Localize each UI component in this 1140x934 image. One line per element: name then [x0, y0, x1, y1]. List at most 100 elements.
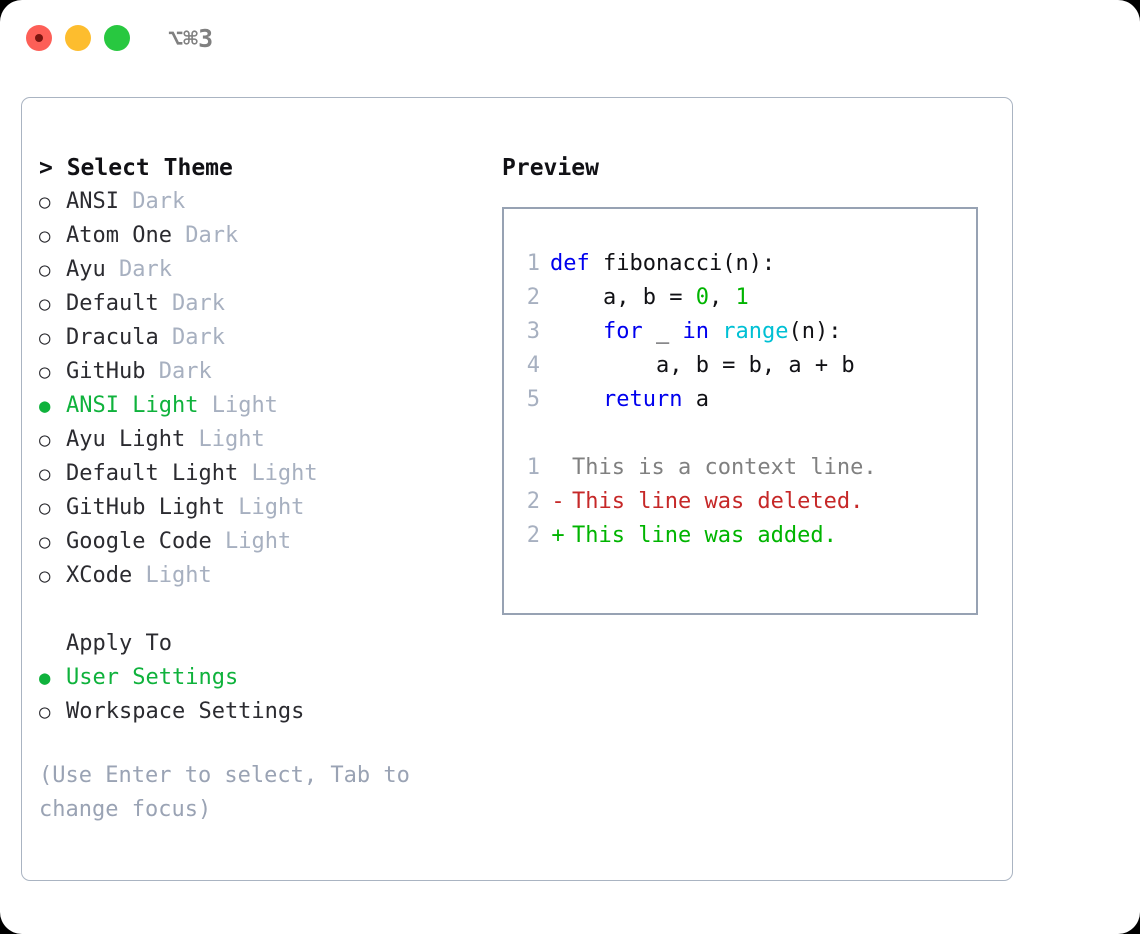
radio-unselected-icon: ○: [39, 259, 51, 281]
theme-option-kind-label: Dark: [171, 325, 225, 350]
theme-option-label: GitHub: [66, 359, 146, 384]
maximize-button-icon[interactable]: [104, 25, 130, 51]
code-line-number: 5: [526, 387, 540, 412]
code-token: a, b =: [550, 285, 696, 310]
diff-line-number: 2: [526, 523, 540, 548]
theme-option-label: Default Light: [66, 461, 239, 486]
code-token: fibonacci(n):: [589, 251, 776, 276]
code-line: 5 return a: [514, 383, 970, 417]
apply-to-heading: Apply To: [66, 631, 172, 656]
diff-sign: +: [551, 523, 565, 548]
radio-unselected-icon: ○: [39, 531, 51, 553]
code-line: 2 a, b = 0, 1: [514, 281, 970, 315]
radio-unselected-icon: ○: [39, 293, 51, 315]
code-token: return: [602, 387, 683, 412]
radio-unselected-icon: ○: [39, 191, 51, 213]
theme-option-4[interactable]: ○ Dracula Dark: [39, 321, 499, 355]
code-line-text: a, b = b, a + b: [540, 349, 855, 383]
radio-selected-icon: ●: [39, 395, 51, 417]
theme-option-label: GitHub Light: [66, 495, 225, 520]
diff-line-del: 2-This line was deleted.: [514, 485, 970, 519]
theme-option-1[interactable]: ○ Atom One Dark: [39, 219, 499, 253]
code-line-number: 4: [526, 353, 540, 378]
code-token: 1: [735, 285, 749, 310]
code-line-text: return a: [540, 383, 709, 417]
diff-line-text: This line was added.: [572, 523, 837, 548]
diff-line-text: This line was deleted.: [572, 489, 864, 514]
radio-selected-icon: ●: [39, 667, 51, 689]
theme-option-11[interactable]: ○ XCode Light: [39, 559, 499, 593]
select-theme-heading: > Select Theme: [39, 155, 233, 181]
radio-unselected-icon: ○: [39, 463, 51, 485]
diff-sign: [540, 451, 566, 485]
code-line: 4 a, b = b, a + b: [514, 349, 970, 383]
theme-option-kind-label: Light: [238, 495, 305, 520]
radio-unselected-icon: ○: [39, 361, 51, 383]
keyboard-hint-text: (Use Enter to select, Tab to change focu…: [39, 763, 410, 822]
minimize-button-icon[interactable]: [65, 25, 91, 51]
theme-option-label: ANSI Light: [66, 393, 199, 418]
apply-to-option-list[interactable]: ● User Settings ○Workspace Settings: [39, 661, 499, 729]
theme-option-kind-label: Dark: [185, 223, 239, 248]
code-line-number: 2: [526, 285, 540, 310]
code-line-text: a, b = 0, 1: [540, 281, 749, 315]
list-spacer: [39, 593, 499, 627]
theme-option-kind-label: Dark: [132, 189, 186, 214]
code-token: _: [642, 319, 683, 344]
radio-unselected-icon: ○: [39, 225, 51, 247]
code-token: a: [682, 387, 709, 412]
close-button-icon[interactable]: [26, 25, 52, 51]
theme-option-kind-label: Dark: [119, 257, 172, 282]
apply-to-option-1[interactable]: ○Workspace Settings: [39, 695, 499, 729]
code-token: [709, 319, 722, 344]
radio-unselected-icon: ○: [39, 429, 51, 451]
radio-unselected-icon: ○: [39, 497, 51, 519]
theme-option-kind-label: Light: [145, 563, 212, 588]
code-token: [550, 387, 603, 412]
theme-option-0[interactable]: ○ ANSI Dark: [39, 185, 499, 219]
theme-option-5[interactable]: ○ GitHub Dark: [39, 355, 499, 389]
apply-to-option-label: User Settings: [66, 665, 239, 690]
code-line-text: def fibonacci(n):: [540, 247, 775, 281]
code-line-number: 3: [526, 319, 540, 344]
code-token: a, b = b, a + b: [550, 353, 855, 378]
code-token: range: [722, 319, 789, 344]
radio-unselected-icon: ○: [39, 327, 51, 349]
theme-option-label: ANSI: [66, 189, 119, 214]
theme-option-label: XCode: [66, 563, 133, 588]
theme-option-label: Dracula: [66, 325, 159, 350]
code-token: ,: [708, 285, 736, 310]
code-token: 0: [695, 285, 709, 310]
theme-option-kind-label: Dark: [158, 359, 212, 384]
apply-to-option-label: Workspace Settings: [66, 699, 305, 724]
window-controls: [26, 25, 130, 51]
keyboard-shortcut-label: ⌥⌘3: [168, 24, 214, 53]
theme-option-kind-label: Light: [198, 427, 265, 452]
theme-option-label: Default: [66, 291, 159, 316]
theme-option-3[interactable]: ○ Default Dark: [39, 287, 499, 321]
apply-to-option-0[interactable]: ● User Settings: [39, 661, 499, 695]
theme-option-kind-label: Dark: [171, 291, 225, 316]
code-diff-separator: [514, 417, 970, 451]
theme-option-9[interactable]: ○ GitHub Light Light: [39, 491, 499, 525]
diff-line-number: 2: [526, 489, 540, 514]
radio-unselected-icon: ○: [39, 565, 51, 587]
title-bar: ⌥⌘3: [0, 0, 1140, 78]
diff-line-number: 1: [526, 455, 540, 480]
diff-line-ctx: 1 This is a context line.: [514, 451, 970, 485]
code-token: in: [682, 319, 709, 344]
code-line-text: for _ in range(n):: [540, 315, 841, 349]
code-token: for: [602, 319, 643, 344]
theme-option-label: Atom One: [66, 223, 172, 248]
